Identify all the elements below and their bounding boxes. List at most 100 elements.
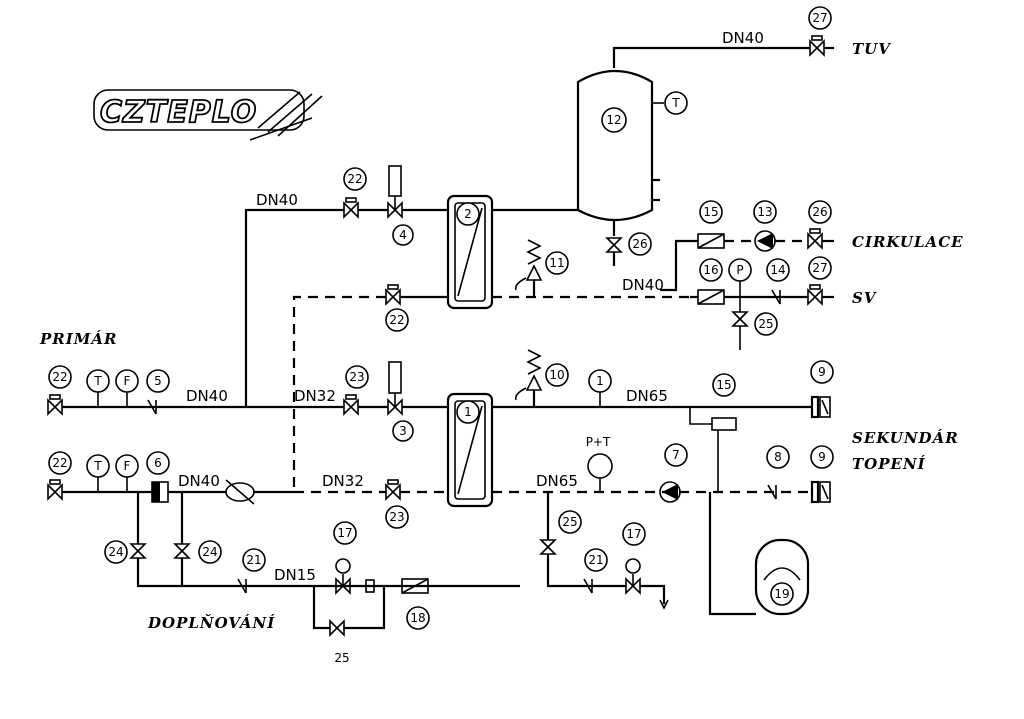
control-valve-4: 4 xyxy=(387,165,414,246)
svg-text:T: T xyxy=(93,459,102,473)
svg-text:27: 27 xyxy=(812,261,827,275)
check-valve-21-fill: 21 xyxy=(237,548,266,594)
fill-line-pipe xyxy=(136,558,520,588)
end-flange-9-supply: 9 xyxy=(810,360,834,419)
svg-text:23: 23 xyxy=(349,370,364,384)
control-valve-3: 3 xyxy=(387,361,414,442)
thermometer-1-secondary: 1 xyxy=(588,369,612,407)
secondary-supply-size: DN65 xyxy=(626,387,668,405)
heat-exchanger-2: 2 xyxy=(446,194,494,310)
valve-22-primary-supply: 22 xyxy=(47,365,72,416)
valve-25-drain: 25 xyxy=(539,510,582,555)
secondary-return-size: DN65 xyxy=(536,472,578,490)
primar-label: PRIMÁR xyxy=(39,330,117,348)
component-15-secondary: 15 xyxy=(712,373,736,397)
svg-text:4: 4 xyxy=(399,228,407,242)
solenoid-valve-17-fill: 17 xyxy=(333,521,357,595)
water-meter-18: 18 xyxy=(401,578,430,630)
drain-valve-icon xyxy=(605,237,623,253)
pressure-gauge-sv: P xyxy=(728,258,752,297)
svg-text:18: 18 xyxy=(410,611,425,625)
sekundar-label: SEKUNDÁR xyxy=(852,429,959,447)
fill-fitting-icon xyxy=(365,579,375,593)
component-12: 12 xyxy=(601,107,627,133)
thermometer-primary-return: T xyxy=(86,454,110,492)
svg-text:5: 5 xyxy=(154,374,162,388)
end-flange-9-return: 9 xyxy=(810,445,834,504)
check-valve-14: 14 xyxy=(766,258,790,305)
svg-text:13: 13 xyxy=(757,205,772,219)
valve-22-primary-return: 22 xyxy=(47,451,72,501)
valve-23-return: 23 xyxy=(385,479,409,529)
primary-supply-size: DN40 xyxy=(186,387,228,405)
svg-text:22: 22 xyxy=(52,370,67,384)
valve-27-tuv: 27 xyxy=(808,6,834,57)
svg-text:22: 22 xyxy=(52,456,67,470)
svg-text:F: F xyxy=(124,374,131,388)
solenoid-valve-17-drain: 17 xyxy=(622,522,646,595)
circulation-pump-13: 13 xyxy=(753,200,777,252)
svg-text:27: 27 xyxy=(812,11,827,25)
valve-22-upper: 22 xyxy=(343,167,367,219)
svg-text:1: 1 xyxy=(464,405,472,419)
strainer-primary-return xyxy=(225,479,255,505)
expansion-control-icon xyxy=(711,417,737,431)
svg-text:P+T: P+T xyxy=(586,435,611,449)
pressure-temperature-gauge: P+T xyxy=(586,435,613,492)
dhw-supply-size: DN40 xyxy=(256,191,298,209)
storage-tank: T 12 xyxy=(576,69,688,221)
valve-26-circ: 26 xyxy=(807,200,834,250)
differential-valve-6: 6 xyxy=(146,451,170,503)
svg-text:7: 7 xyxy=(672,448,680,462)
heating-pump-7: 7 xyxy=(659,443,688,503)
flowmeter-primary-supply: F xyxy=(115,369,139,407)
primary-return-size: DN40 xyxy=(178,472,220,490)
tuv-pipe xyxy=(612,46,810,68)
svg-text:15: 15 xyxy=(703,205,718,219)
fill-line-size: DN15 xyxy=(274,566,316,584)
svg-text:17: 17 xyxy=(337,526,352,540)
valve-25-sv: 25 xyxy=(731,311,778,350)
svg-text:22: 22 xyxy=(389,313,404,327)
valve-27-sv: 27 xyxy=(807,256,834,306)
svg-text:25: 25 xyxy=(758,317,773,331)
svg-text:12: 12 xyxy=(606,113,621,127)
svg-text:14: 14 xyxy=(770,263,785,277)
check-valve-21-drain: 21 xyxy=(583,548,608,594)
svg-text:2: 2 xyxy=(464,207,472,221)
expansion-vessel-19: 19 xyxy=(754,538,810,616)
valve-22-return: 22 xyxy=(385,284,409,332)
svg-text:8: 8 xyxy=(774,450,782,464)
svg-text:F: F xyxy=(124,459,131,473)
valve-24-left: 24 xyxy=(104,540,147,564)
svg-text:23: 23 xyxy=(389,510,404,524)
svg-text:24: 24 xyxy=(202,545,217,559)
filter-15-circ: 15 xyxy=(697,200,725,249)
svg-text:1: 1 xyxy=(596,374,604,388)
component-26-tank: 26 xyxy=(628,232,652,256)
tank-thermometer-label: T xyxy=(671,96,680,110)
dhw-return-size: DN40 xyxy=(622,276,664,294)
thermometer-primary-supply: T xyxy=(86,369,110,407)
dhw-supply-pipe xyxy=(244,208,344,407)
svg-text:3: 3 xyxy=(399,424,407,438)
cirkulace-label: CIRKULACE xyxy=(852,233,964,251)
svg-text:19: 19 xyxy=(774,587,789,601)
svg-text:24: 24 xyxy=(108,545,123,559)
svg-text:26: 26 xyxy=(812,205,827,219)
svg-text:10: 10 xyxy=(549,368,564,382)
flowmeter-primary-return: F xyxy=(115,454,139,492)
primary-return-size-2: DN32 xyxy=(322,472,364,490)
svg-text:21: 21 xyxy=(588,553,603,567)
svg-text:9: 9 xyxy=(818,365,826,379)
svg-text:26: 26 xyxy=(632,237,647,251)
tuv-label: TUV xyxy=(852,40,891,58)
svg-text:T: T xyxy=(93,374,102,388)
dhw-return-pipe xyxy=(292,295,386,492)
safety-valve-10: 10 xyxy=(514,349,569,407)
safety-valve-11: 11 xyxy=(514,239,569,297)
tank-thermometer-icon xyxy=(664,91,688,115)
svg-text:17: 17 xyxy=(626,527,641,541)
filter-16-sv: 16 xyxy=(697,258,725,305)
